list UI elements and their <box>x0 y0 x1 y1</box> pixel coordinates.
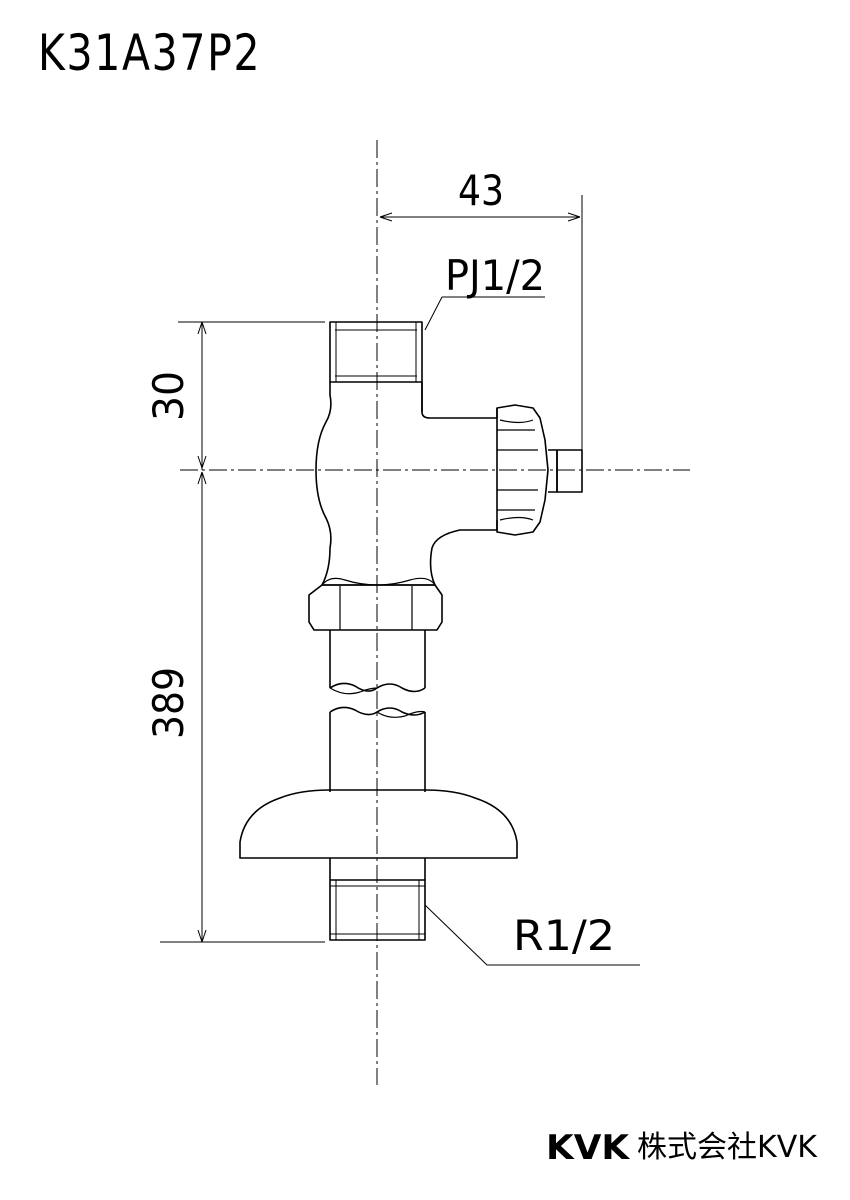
leader-pj12 <box>424 296 545 331</box>
lower-hex-nut <box>308 577 443 631</box>
model-number-title: K31A37P2 <box>38 24 262 82</box>
side-hex-nut <box>496 404 549 536</box>
wall-flange <box>239 789 518 859</box>
callout-r12: R1/2 <box>513 911 615 960</box>
callout-pj12: PJ1/2 <box>445 251 545 300</box>
pipe-with-break <box>329 630 426 792</box>
dimension-43 <box>379 195 583 450</box>
dimension-43-label: 43 <box>458 166 504 215</box>
top-threaded-connector <box>329 321 423 383</box>
bottom-threaded-connector <box>329 858 426 941</box>
dimension-30 <box>178 321 325 470</box>
side-stop-cap <box>548 449 583 493</box>
dimension-389 <box>160 471 325 943</box>
kvk-logo: KVK <box>546 1128 629 1168</box>
brand-footer: KVK 株式会社KVK <box>546 1128 817 1168</box>
leader-r12 <box>424 904 640 966</box>
dimension-389-label: 389 <box>144 667 193 739</box>
dimension-30-label: 30 <box>144 371 193 421</box>
company-name: 株式会社KVK <box>637 1130 817 1165</box>
valve-body <box>315 382 498 586</box>
